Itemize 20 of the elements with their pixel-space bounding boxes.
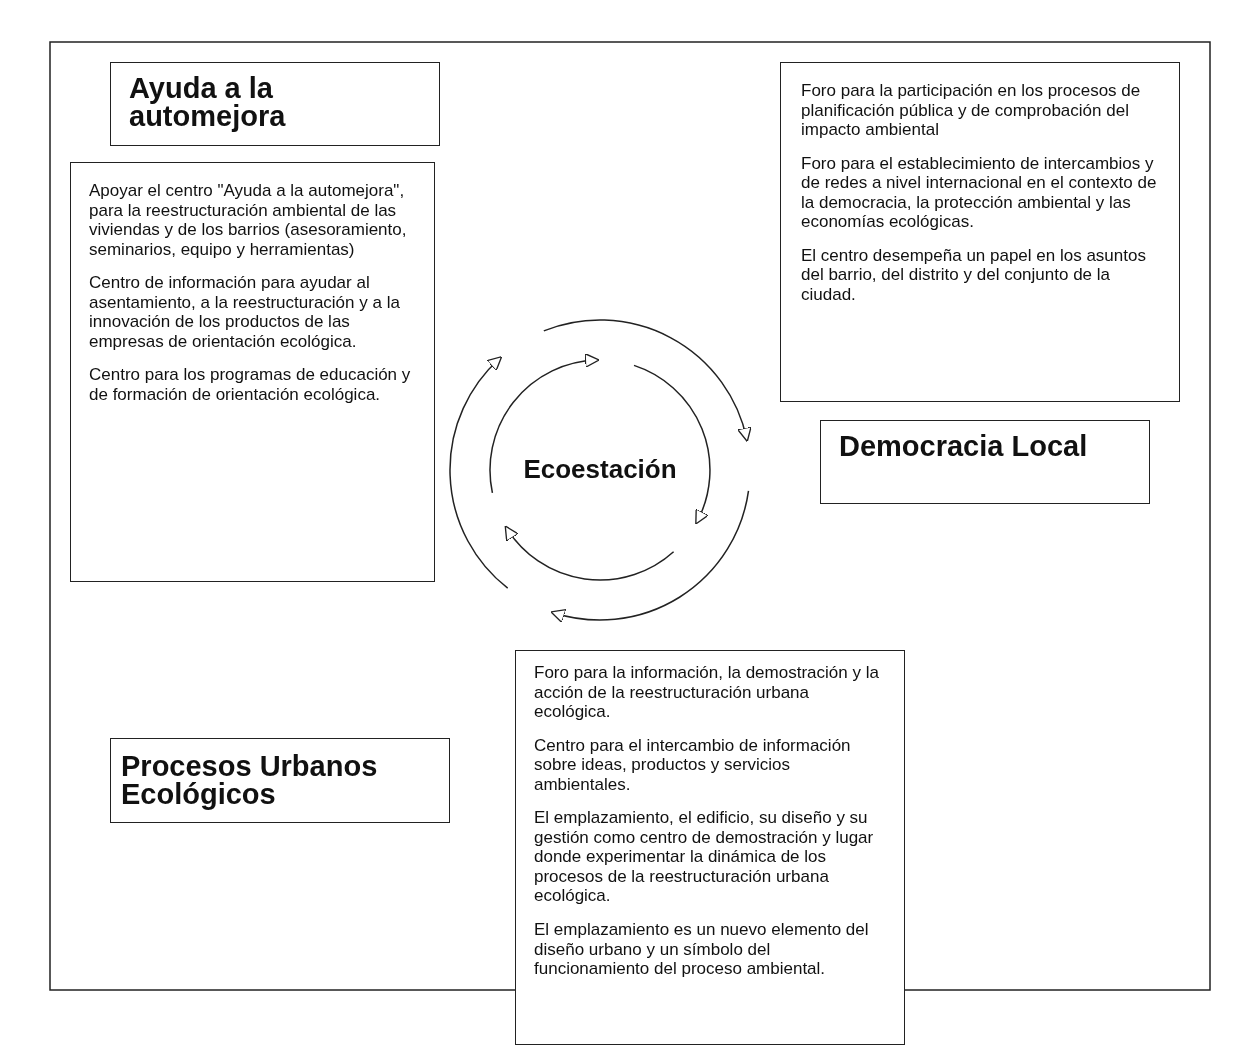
paragraph: El emplazamiento es un nuevo elemento del diseño urbano y un símbolo del funcionamiento del proceso ambiental.	[534, 920, 870, 979]
text-panel	[780, 62, 1180, 402]
paragraph: Foro para la participación en los procesos de planificación pública y de comprobación del impacto ambiental	[801, 81, 1142, 140]
heading-box	[110, 62, 440, 146]
paragraph: Apoyar el centro "Ayuda a la automejora", para la reestructuración ambiental de las viviendas y de los barrios (asesoramiento, seminarios, equipo y herramientas)	[89, 181, 408, 260]
paragraph: Foro para el establecimiento de intercambios y de redes a nivel internacional en el contexto de la democracia, la protección ambiental y las economías ecológicas.	[801, 153, 1158, 232]
center-label: Ecoestación	[523, 455, 677, 485]
paragraph: Centro para el intercambio de información sobre ideas, productos y servicios ambientales.	[534, 735, 852, 795]
paragraph: Centro para los programas de educación y de formación de orientación ecológica.	[89, 365, 412, 405]
text-panel	[70, 162, 435, 582]
heading-box	[820, 420, 1150, 504]
heading-box	[110, 738, 450, 823]
text-panel	[515, 650, 905, 1045]
heading: Procesos Urbanos Ecológicos	[121, 753, 379, 809]
paragraph: El emplazamiento, el edificio, su diseño y su gestión como centro de demostración y lugar donde experimentar la dinámica de los procesos de la reestructuración urbana ecológica.	[534, 808, 875, 906]
paragraph: Centro de información para ayudar al asentamiento, a la reestructuración y a la innovación de los productos de las empresas de orientación ecológica.	[89, 273, 401, 352]
paragraph: El centro desempeña un papel en los asuntos del barrio, del distrito y del conjunto de la ciudad.	[801, 245, 1147, 305]
paragraph: Foro para la información, la demostración y la acción de la reestructuración urbana ecológica.	[534, 663, 880, 722]
heading: Ayuda a la automejora	[129, 75, 287, 131]
heading: Democracia Local	[839, 433, 1089, 461]
